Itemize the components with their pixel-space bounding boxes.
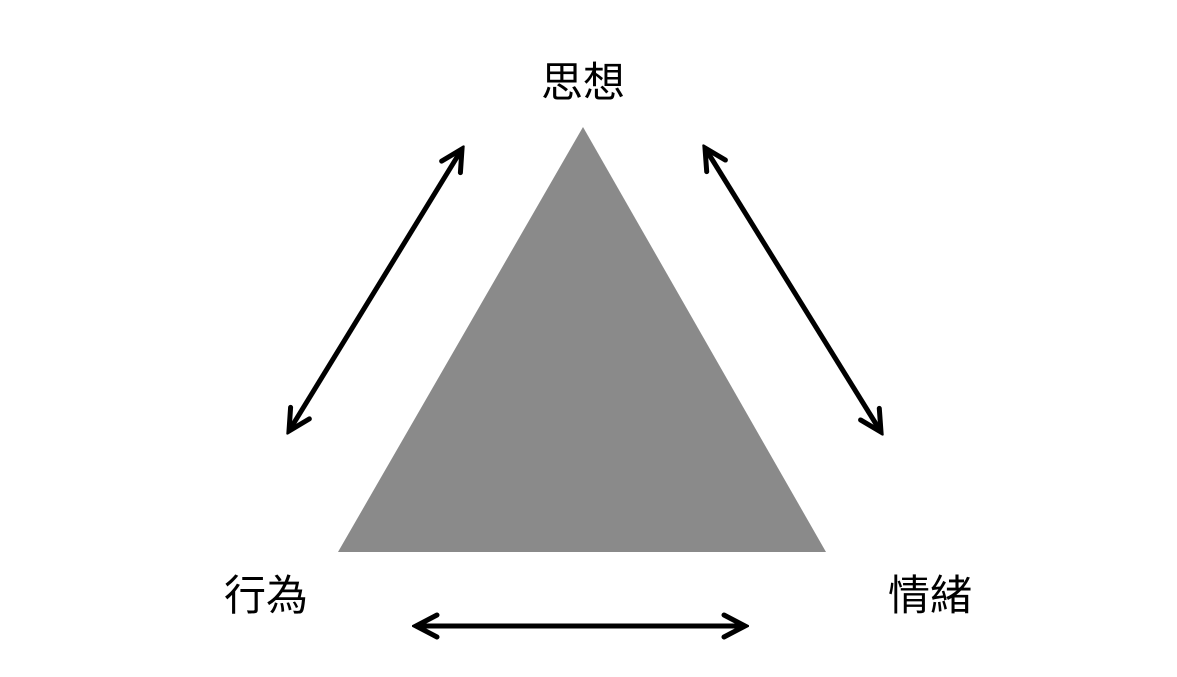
arrow-top-bottomleft: [289, 149, 462, 431]
arrow-top-bottomright: [705, 148, 881, 432]
node-label-thoughts: 思想: [541, 59, 625, 106]
node-label-behavior: 行為: [224, 572, 308, 619]
node-label-emotion: 情緒: [888, 572, 972, 619]
triangle-shape: [338, 127, 826, 552]
